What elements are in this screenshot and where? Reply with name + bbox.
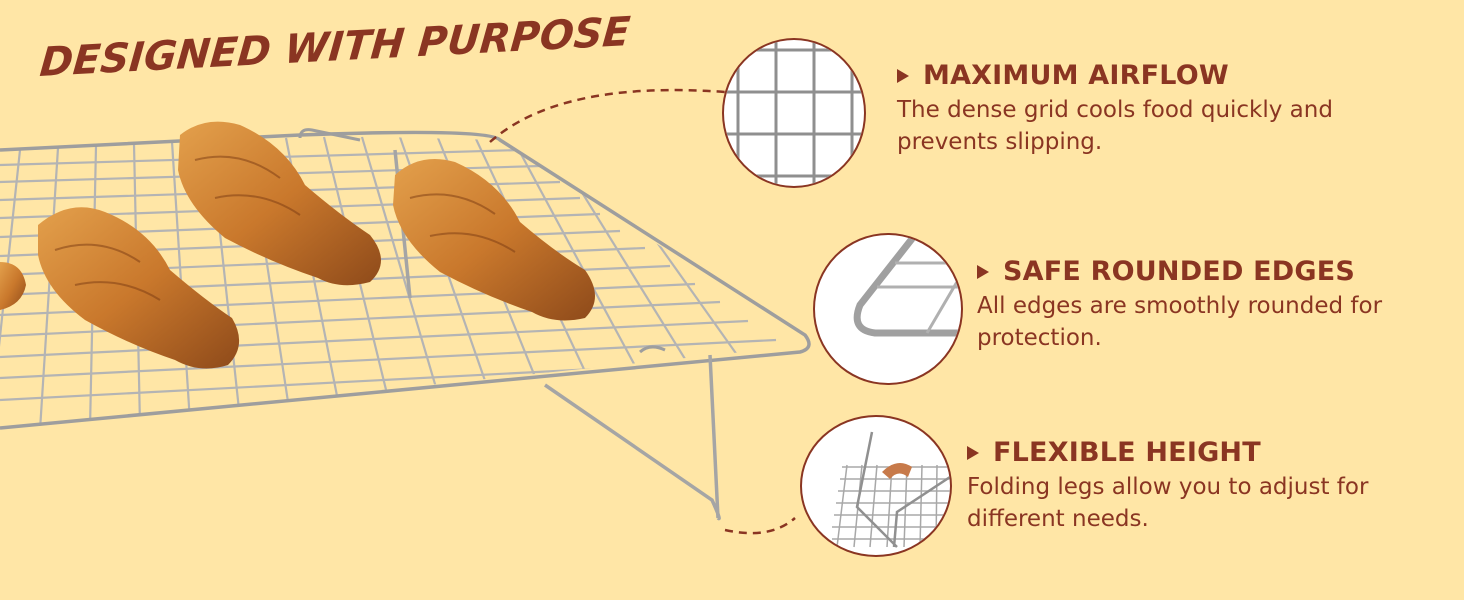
bullet-triangle-icon	[977, 265, 989, 279]
feature-title: SAFE ROUNDED EDGES	[1003, 256, 1356, 287]
feature-flexible-height: FLEXIBLE HEIGHT Folding legs allow you t…	[967, 437, 1368, 535]
feature-description: Folding legs allow you to adjust for dif…	[967, 474, 1369, 532]
bullet-triangle-icon	[897, 69, 909, 83]
callout-line-airflow	[489, 88, 726, 143]
callout-line-height	[724, 517, 796, 535]
feature-title: FLEXIBLE HEIGHT	[993, 437, 1261, 468]
feature-title: MAXIMUM AIRFLOW	[923, 60, 1229, 91]
croissant-4	[393, 158, 595, 321]
feature-rounded-edges: SAFE ROUNDED EDGES All edges are smoothl…	[977, 256, 1382, 354]
croissant-1	[0, 262, 26, 310]
bullet-triangle-icon	[967, 446, 979, 460]
fold-arrow-icon	[882, 463, 912, 479]
feature-description: The dense grid cools food quickly and pr…	[897, 97, 1333, 155]
folding-legs-closeup-icon	[800, 415, 952, 557]
rounded-edge-closeup-icon	[813, 233, 963, 385]
feature-airflow: MAXIMUM AIRFLOW The dense grid cools foo…	[897, 60, 1333, 158]
croissant-3	[178, 121, 381, 286]
grid-closeup-icon	[722, 38, 866, 188]
croissant-2	[38, 207, 240, 369]
feature-description: All edges are smoothly rounded for prote…	[977, 293, 1383, 351]
